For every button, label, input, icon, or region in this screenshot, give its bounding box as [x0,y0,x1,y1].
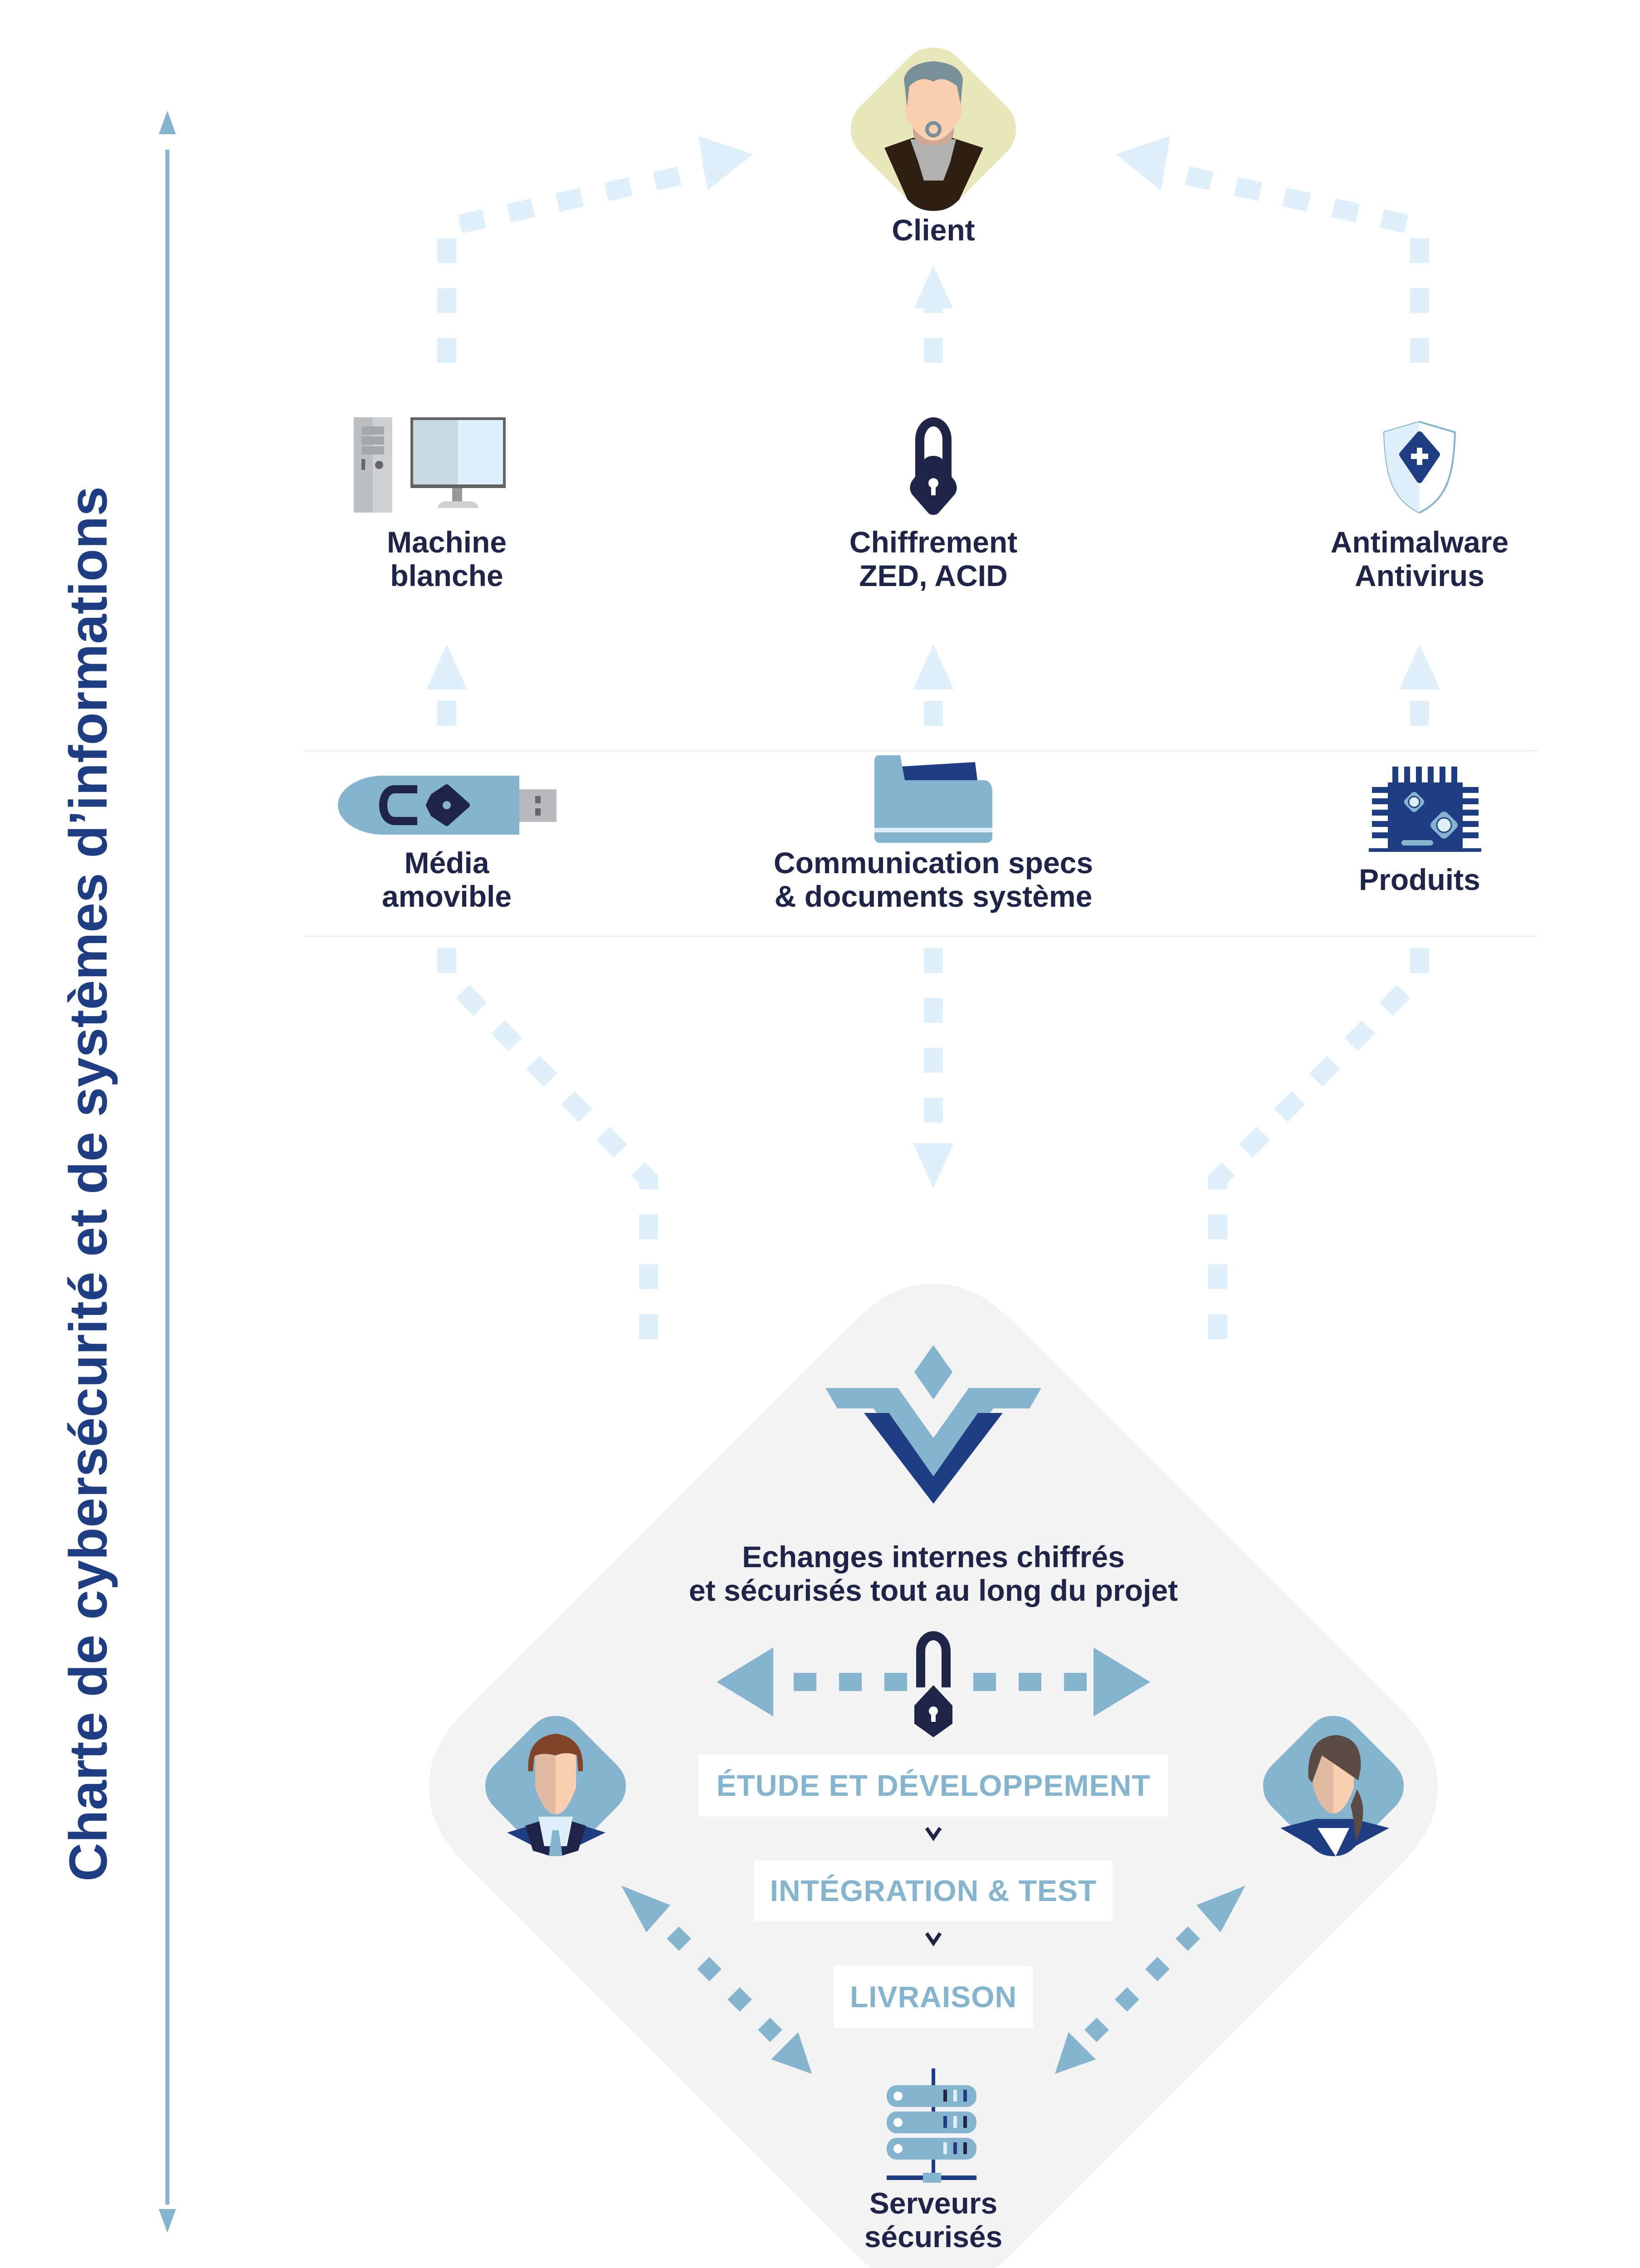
machine-blanche-label: Machine blanche [386,525,507,592]
connector-produits-to-internal [1208,948,1429,1361]
microchip-icon [1369,767,1481,852]
client-label: Client [892,213,975,247]
page-title: Charte de cybersécurité et de systèmes d… [59,486,118,1882]
arrow-developer2-servers [1055,1886,1245,2074]
company-logo-icon [825,1345,1041,1504]
desktop-computer-icon [354,417,506,513]
arrowhead-to-internal [913,1143,954,1188]
axis-arrowhead-up [159,111,176,134]
axis-arrowhead-down [159,2209,176,2233]
arrowhead-left [717,1647,773,1716]
arrowhead-to-client-center [914,265,953,308]
chevron-down-icon [925,1932,942,1947]
arrowhead-to-antivirus [1399,644,1440,689]
arrowhead-to-chiffrement [913,644,954,689]
folder-icon [874,755,992,843]
connector-machine-to-client [437,158,719,363]
padlock-icon [910,417,957,515]
stage-livraison: LIVRAISON [834,1966,1033,2028]
shield-plus-icon [1383,420,1456,514]
stage-etude-developpement: ÉTUDE ET DÉVELOPPEMENT [698,1755,1168,1817]
server-stack-icon [887,2068,976,2183]
arrowhead-right [1093,1647,1150,1716]
chevron-down-icon [925,1827,942,1842]
arrowhead-to-client-right [1116,136,1170,191]
arrowhead-to-machine [426,644,467,689]
stage-integration-test: INTÉGRATION & TEST [754,1861,1113,1921]
arrow-developer-servers [621,1886,812,2074]
female-employee-avatar-icon [1263,1716,1404,1856]
chiffrement-label: Chiffrement ZED, ACID [849,525,1018,592]
padlock-icon [914,1631,952,1737]
antimalware-label: Antimalware Antivirus [1330,525,1509,592]
media-amovible-label: Média amovible [381,846,512,913]
serveurs-securises-label: Serveurs sécurisés [864,2186,1003,2253]
encrypted-exchange-arrow [717,1631,1150,1737]
connector-media-to-internal [437,948,658,1361]
client-avatar-icon [851,48,1016,211]
connector-antivirus-to-client [1150,158,1429,363]
internal-exchanges-heading: Echanges internes chiffrés et sécurisés … [688,1540,1178,1607]
communication-specs-label: Communication specs & documents système [773,846,1093,913]
produits-label: Produits [1359,863,1480,896]
timeline-axis-arrow [159,111,176,2233]
usb-drive-lock-icon [338,776,556,835]
male-employee-avatar-icon [485,1716,626,1856]
arrowhead-to-client-left [698,136,753,191]
